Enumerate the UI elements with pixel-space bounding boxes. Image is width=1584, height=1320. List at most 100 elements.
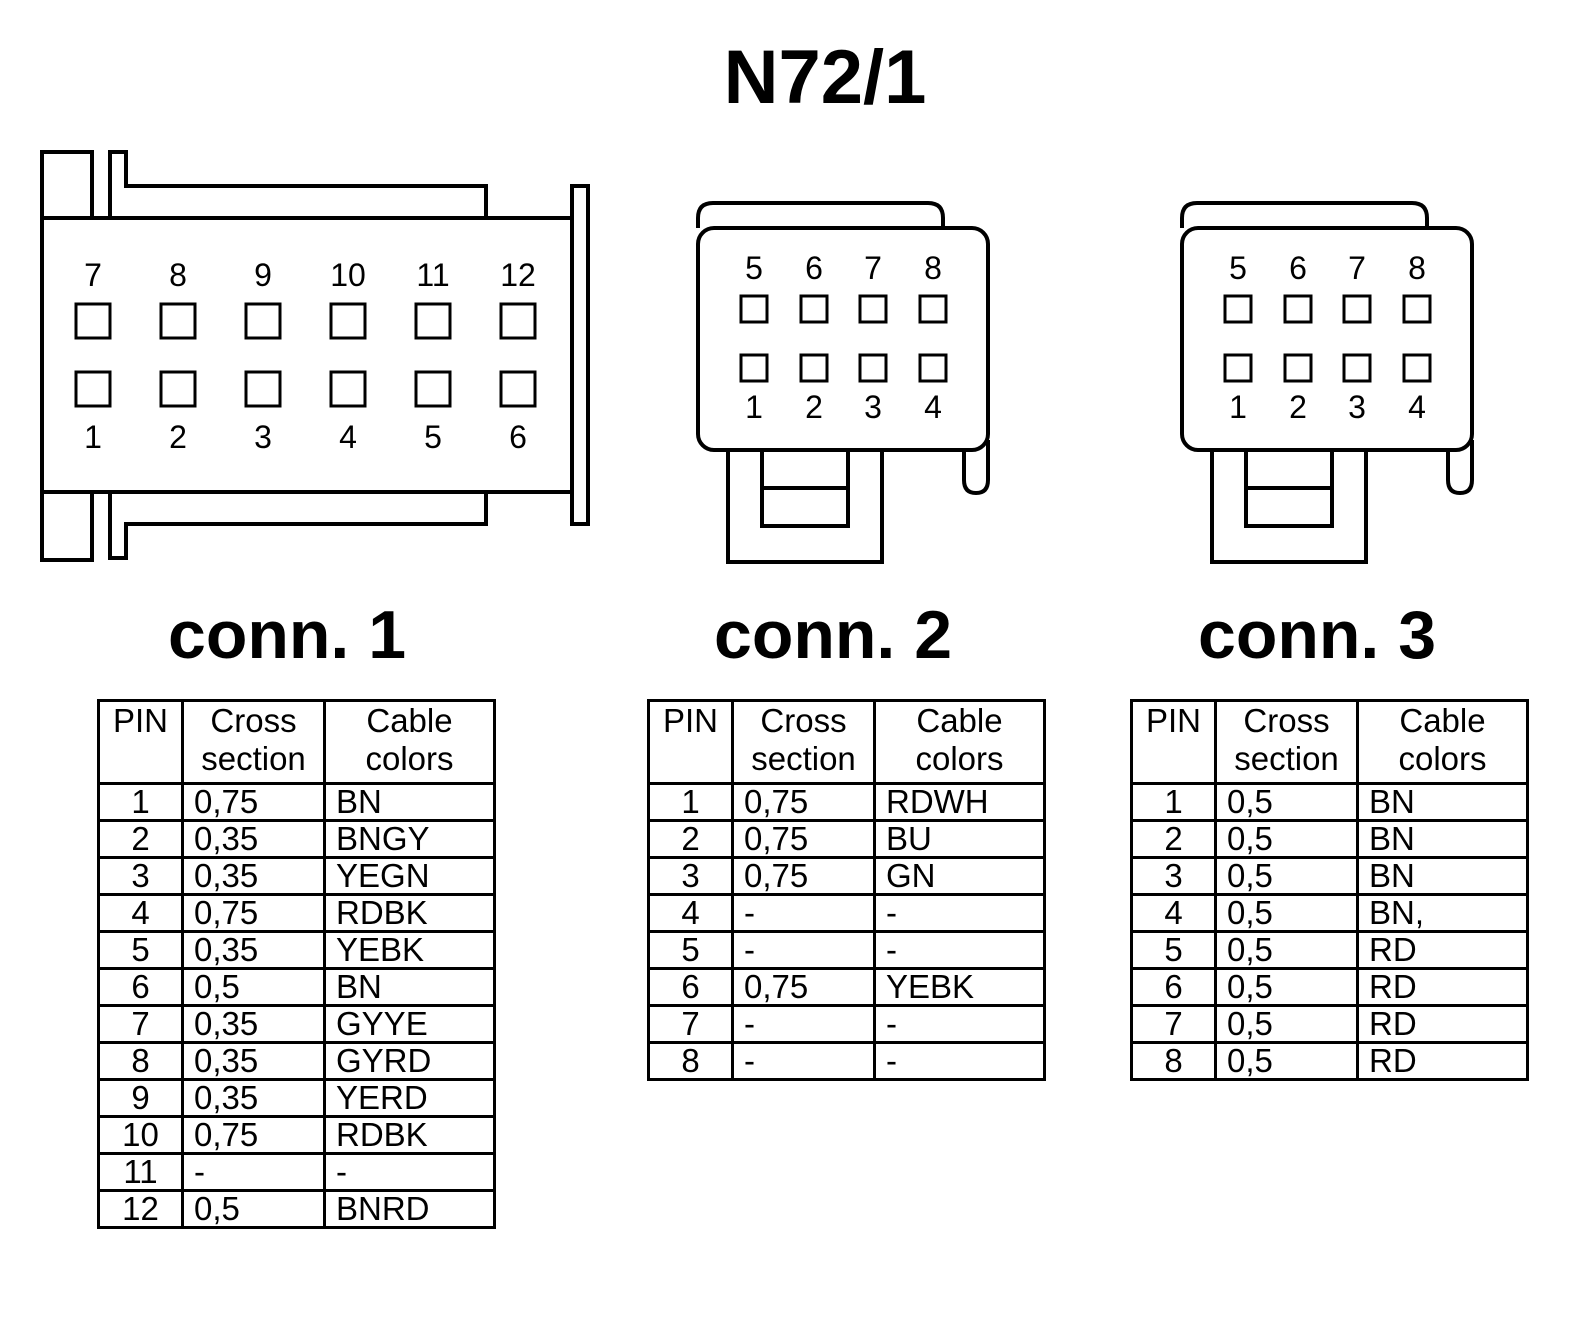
pin-number-cell: 8 bbox=[97, 1041, 184, 1081]
pin-cavity bbox=[159, 370, 197, 408]
connector-3-housing bbox=[1180, 201, 1474, 564]
cross-section-cell: 0,75 bbox=[181, 782, 326, 822]
pin-cavity bbox=[1283, 353, 1313, 383]
cross-section-cell: 0,5 bbox=[181, 967, 326, 1007]
pin-cavity bbox=[499, 370, 537, 408]
pin-number-cell: 4 bbox=[647, 893, 734, 933]
pin-number-cell: 2 bbox=[97, 819, 184, 859]
pin-header: PIN bbox=[647, 699, 734, 785]
pin-cavity bbox=[1402, 353, 1432, 383]
pin-cavity bbox=[858, 353, 888, 383]
pin-number-cell: 3 bbox=[647, 856, 734, 896]
pin-cavity bbox=[74, 370, 112, 408]
pin-cavity bbox=[499, 302, 537, 340]
cable-color-cell: RDBK bbox=[323, 893, 496, 933]
cable-color-cell: YERD bbox=[323, 1078, 496, 1118]
pin-number-cell: 11 bbox=[97, 1152, 184, 1192]
cross-section-cell: 0,35 bbox=[181, 930, 326, 970]
pin-header: PIN bbox=[97, 699, 184, 785]
pin-number-label: 5 bbox=[745, 250, 763, 286]
cable-color-cell: BN bbox=[323, 967, 496, 1007]
pin-number-cell: 10 bbox=[97, 1115, 184, 1155]
pin-number-label: 1 bbox=[1229, 389, 1247, 425]
pin-cavity bbox=[739, 353, 769, 383]
table-row: 5-- bbox=[647, 930, 1046, 970]
pin-cavity bbox=[799, 353, 829, 383]
cable-color-cell: BU bbox=[873, 819, 1046, 859]
pin-number-cell: 3 bbox=[97, 856, 184, 896]
connector-1-label: conn. 1 bbox=[168, 597, 407, 673]
cross-section-cell: 0,75 bbox=[731, 967, 876, 1007]
cross-section-cell: 0,35 bbox=[181, 1078, 326, 1118]
pin-number-cell: 1 bbox=[1130, 782, 1217, 822]
pin-cavity bbox=[244, 370, 282, 408]
cross-section-cell: - bbox=[731, 893, 876, 933]
pin-number-cell: 7 bbox=[647, 1004, 734, 1044]
pin-cavity bbox=[1402, 294, 1432, 324]
cross-section-cell: 0,35 bbox=[181, 819, 326, 859]
cable-color-cell: RD bbox=[1356, 967, 1529, 1007]
diagram-title: N72/1 bbox=[723, 35, 927, 120]
cross-section-cell: 0,75 bbox=[731, 819, 876, 859]
pin-number-cell: 5 bbox=[647, 930, 734, 970]
pin-number-cell: 12 bbox=[97, 1189, 184, 1229]
pin-cavity bbox=[918, 353, 948, 383]
cross-section-cell: 0,5 bbox=[1214, 893, 1359, 933]
cross-section-cell: - bbox=[731, 1004, 876, 1044]
cross-section-cell: 0,75 bbox=[731, 856, 876, 896]
pin-number-cell: 8 bbox=[647, 1041, 734, 1081]
cable-color-cell: BNGY bbox=[323, 819, 496, 859]
cable-color-cell: - bbox=[873, 893, 1046, 933]
pin-number-label: 9 bbox=[254, 257, 272, 293]
pin-number-cell: 5 bbox=[97, 930, 184, 970]
pin-header: PIN bbox=[1130, 699, 1217, 785]
pin-cavity bbox=[74, 302, 112, 340]
cable-color-cell: RD bbox=[1356, 1041, 1529, 1081]
pin-cavity bbox=[159, 302, 197, 340]
pin-number-label: 7 bbox=[1348, 250, 1366, 286]
cable-color-cell: RD bbox=[1356, 1004, 1529, 1044]
cross-section-cell: 0,75 bbox=[181, 893, 326, 933]
cross-section-cell: 0,5 bbox=[1214, 930, 1359, 970]
pin-number-cell: 7 bbox=[1130, 1004, 1217, 1044]
pin-number-cell: 4 bbox=[1130, 893, 1217, 933]
cross-section-cell: 0,75 bbox=[181, 1115, 326, 1155]
pin-number-label: 11 bbox=[416, 257, 449, 293]
pin-number-cell: 9 bbox=[97, 1078, 184, 1118]
cable-color-cell: - bbox=[873, 930, 1046, 970]
connector-1-housing bbox=[40, 150, 590, 562]
pin-cavity bbox=[1283, 294, 1313, 324]
cable-color-cell: BN bbox=[1356, 819, 1529, 859]
pin-number-cell: 1 bbox=[97, 782, 184, 822]
pin-cavity bbox=[918, 294, 948, 324]
pin-cavity bbox=[414, 370, 452, 408]
table-row: 11-- bbox=[97, 1152, 496, 1192]
pin-number-label: 3 bbox=[1348, 389, 1366, 425]
table-row: 8-- bbox=[647, 1041, 1046, 1081]
cross-section-cell: 0,35 bbox=[181, 856, 326, 896]
pin-number-label: 5 bbox=[1229, 250, 1247, 286]
pin-cavity bbox=[329, 370, 367, 408]
cross-section-cell: 0,5 bbox=[1214, 819, 1359, 859]
cross-section-cell: 0,35 bbox=[181, 1041, 326, 1081]
cable-color-cell: GYYE bbox=[323, 1004, 496, 1044]
pin-number-label: 2 bbox=[1289, 389, 1307, 425]
pin-number-label: 6 bbox=[1289, 250, 1307, 286]
